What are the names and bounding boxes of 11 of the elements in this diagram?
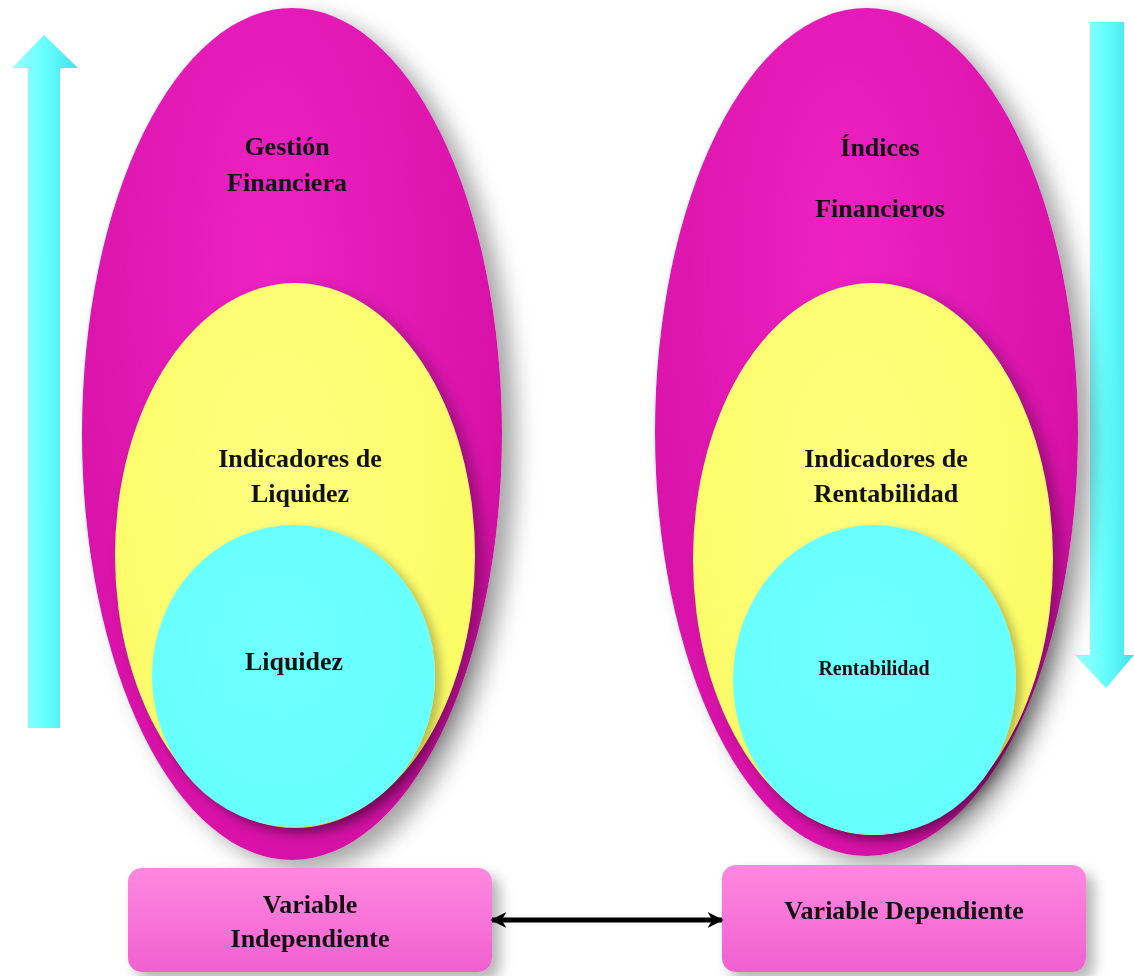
- node-label: Indicadores de Liquidez: [217, 442, 383, 510]
- node-label: Indicadores de Rentabilidad: [803, 442, 969, 510]
- label-box: [128, 868, 492, 972]
- node-label: Gestión Financiera: [226, 130, 348, 199]
- label-box: [722, 865, 1086, 972]
- node-label: Variable Independiente: [229, 889, 391, 955]
- node-label: Índices Financieros: [814, 131, 946, 225]
- node-label: Rentabilidad: [817, 656, 931, 681]
- node-label: Variable Dependiente: [783, 895, 1025, 928]
- node-label: Liquidez: [243, 646, 345, 679]
- double-arrow: [490, 912, 724, 928]
